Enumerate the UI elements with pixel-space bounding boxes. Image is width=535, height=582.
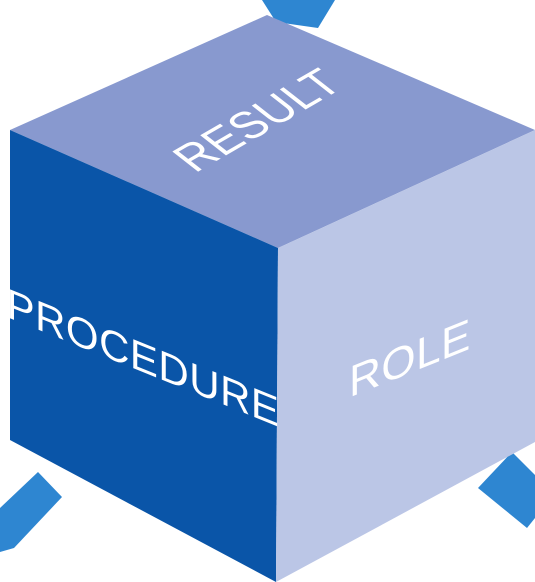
cube [10, 15, 535, 582]
cube-right-face [276, 130, 535, 582]
cube-left-face [10, 130, 278, 582]
axis-bar-bottom-right [478, 452, 535, 528]
cube-top-face [10, 15, 535, 248]
axis-bar-bottom-left [0, 472, 62, 552]
